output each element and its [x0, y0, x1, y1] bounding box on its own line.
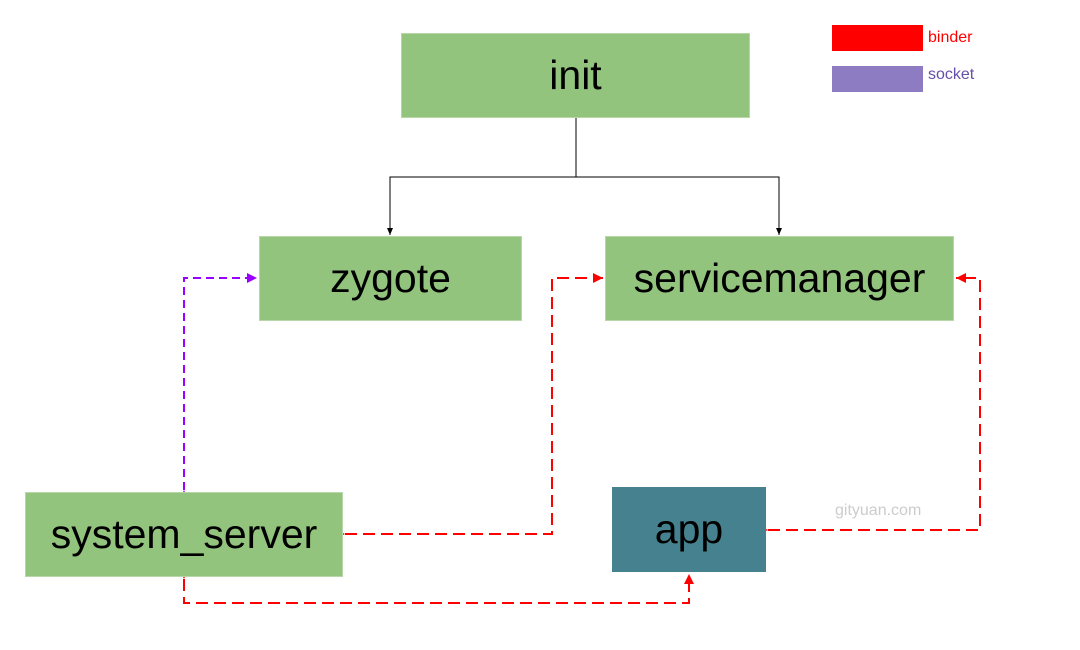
binder-app-servicemanager-edge [758, 273, 981, 535]
zygote-node-label: zygote [330, 255, 451, 301]
servicemanager-node-label: servicemanager [633, 255, 926, 301]
socket-system-server-zygote-edge [179, 273, 257, 500]
zygote-node: zygote [259, 236, 522, 321]
system-server-node: system_server [25, 492, 343, 577]
init-to-zygote-edge [387, 176, 576, 235]
system-server-node-label: system_server [50, 511, 318, 557]
legend-socket-label: socket [928, 66, 975, 83]
binder-system-server-app-edge [179, 569, 694, 604]
init-node-label: init [549, 52, 602, 98]
binder-system-server-servicemanager-edge [335, 273, 603, 539]
legend-binder-swatch [832, 25, 923, 51]
app-node-label: app [654, 506, 724, 552]
init-to-servicemanager-edge [576, 176, 782, 235]
servicemanager-node: servicemanager [605, 236, 954, 321]
watermark: gityuan.com [835, 502, 922, 519]
legend-socket-swatch [832, 66, 923, 92]
init-node: init [401, 33, 750, 118]
app-node: app [612, 487, 766, 572]
legend-binder-label: binder [928, 29, 973, 46]
